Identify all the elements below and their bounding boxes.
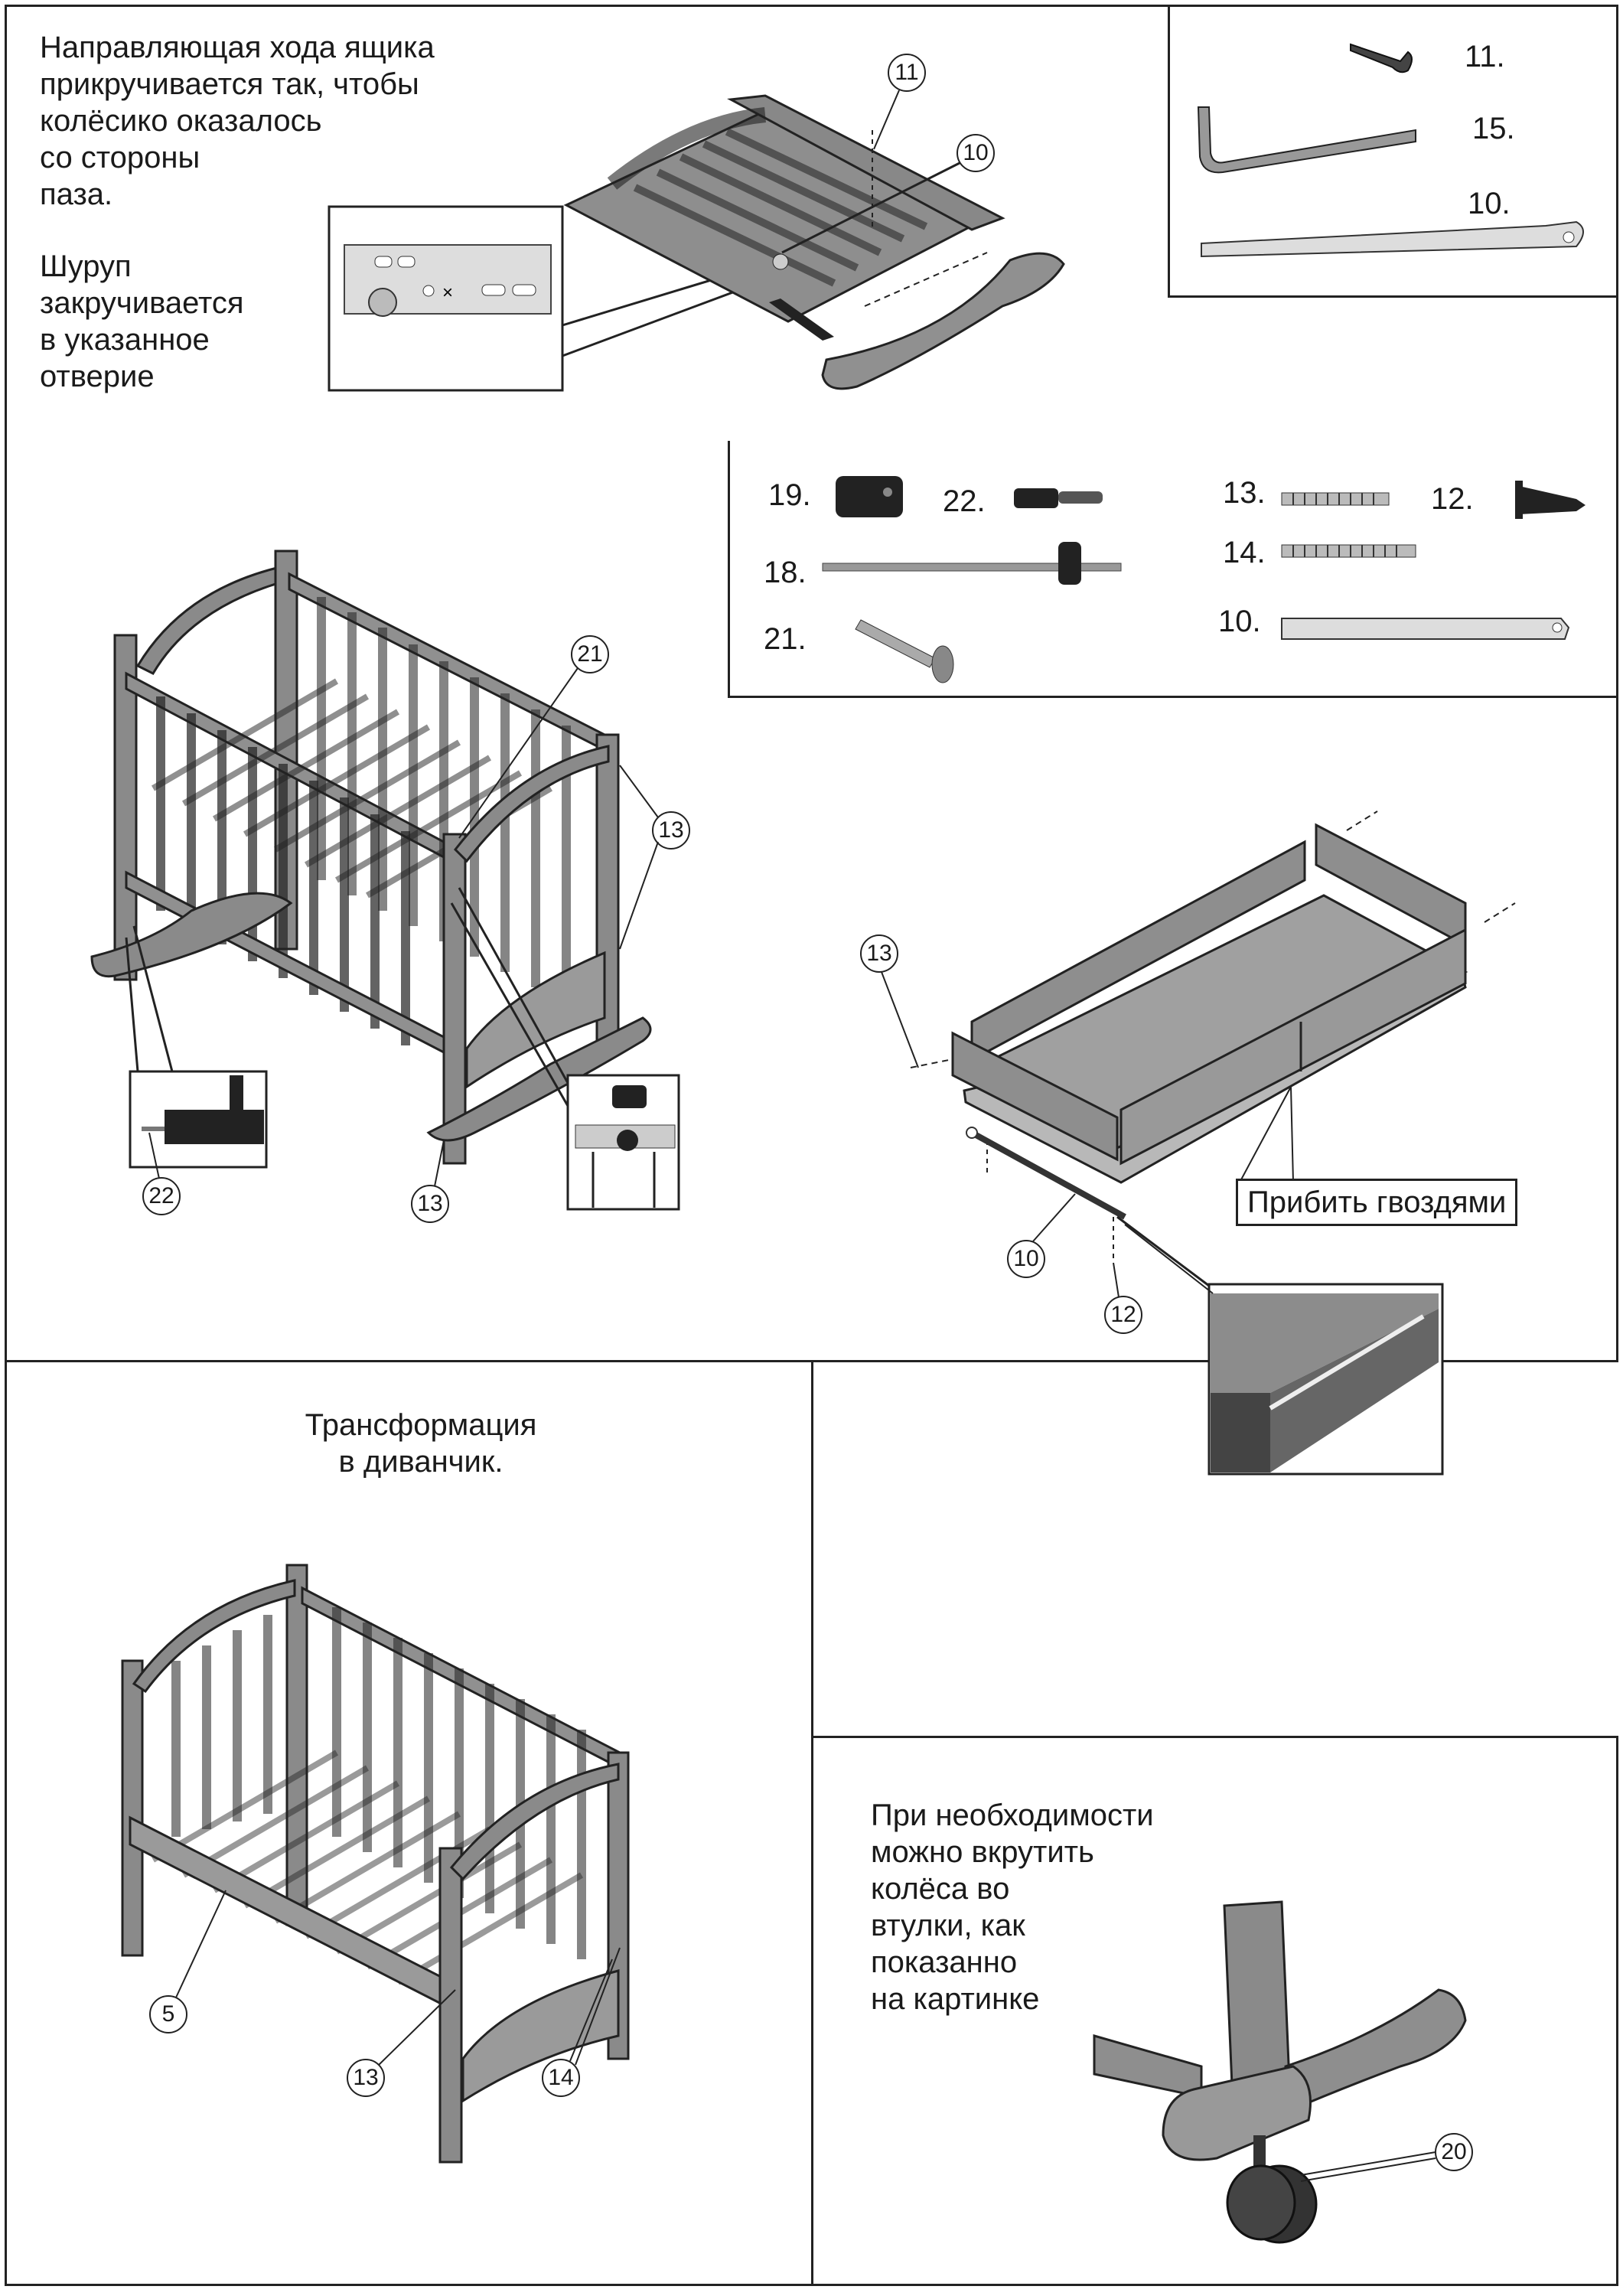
callout-12: 12	[1110, 1302, 1136, 1327]
callout-13: 13	[658, 817, 684, 843]
part-label-15: 15.	[1472, 112, 1515, 145]
wheel-line: можно вкрутить	[871, 1835, 1094, 1869]
wheel-line: на картинке	[871, 1982, 1040, 2016]
panel-parts-top	[1168, 5, 1618, 298]
part-label-18: 18.	[764, 556, 807, 589]
screw-instruction: Шуруп закручивается в указанное отверие	[40, 248, 244, 395]
wheel-line: колёса во	[871, 1872, 1010, 1906]
part-label-11: 11.	[1465, 40, 1505, 73]
guide-line: колёсико оказалось	[40, 104, 322, 138]
part-label-21: 21.	[764, 622, 807, 656]
part-label-12: 12.	[1431, 482, 1474, 516]
guide-instruction: Направляющая хода ящика прикручивается т…	[40, 29, 435, 213]
part-label-14: 14.	[1223, 536, 1266, 569]
part-label-13: 13.	[1223, 476, 1266, 510]
part-label-22: 22.	[943, 484, 986, 518]
sofa-title-line: Трансформация	[305, 1408, 537, 1442]
screw-line: Шуруп	[40, 249, 132, 283]
callout-13: 13	[866, 941, 892, 966]
part-label-10: 10.	[1218, 605, 1261, 638]
part-label-19: 19.	[768, 478, 811, 512]
wheel-line: При необходимости	[871, 1799, 1154, 1832]
callout-20: 20	[1441, 2139, 1467, 2164]
screw-line: в указанное	[40, 323, 210, 357]
sofa-title-line: в диванчик.	[338, 1445, 504, 1479]
guide-line: Направляющая хода ящика	[40, 31, 435, 64]
callout-13: 13	[417, 1191, 443, 1216]
wheel-line: втулки, как	[871, 1909, 1025, 1942]
callout-21: 21	[577, 641, 603, 667]
callout-5: 5	[161, 2001, 175, 2027]
screw-line: отверие	[40, 360, 155, 393]
callout-10: 10	[963, 140, 989, 165]
panel-parts-middle	[728, 441, 1618, 698]
nail-label: Прибить гвоздями	[1236, 1179, 1518, 1226]
wheel-instruction: При необходимости можно вкрутить колёса …	[871, 1797, 1154, 2017]
sofa-title: Трансформация в диванчик.	[230, 1407, 612, 1480]
guide-line: прикручивается так, чтобы	[40, 67, 419, 101]
callout-13: 13	[353, 2065, 379, 2090]
wheel-line: показанно	[871, 1945, 1018, 1979]
callout-14: 14	[548, 2065, 574, 2090]
part-label-10: 10.	[1468, 187, 1511, 220]
guide-line: паза.	[40, 178, 113, 211]
screw-line: закручивается	[40, 286, 244, 320]
panel-sofa	[5, 1360, 813, 2286]
callout-22: 22	[148, 1183, 174, 1208]
callout-11: 11	[895, 60, 919, 85]
panel-wheel	[811, 1736, 1618, 2286]
callout-10: 10	[1013, 1246, 1039, 1271]
guide-line: со стороны	[40, 141, 200, 174]
